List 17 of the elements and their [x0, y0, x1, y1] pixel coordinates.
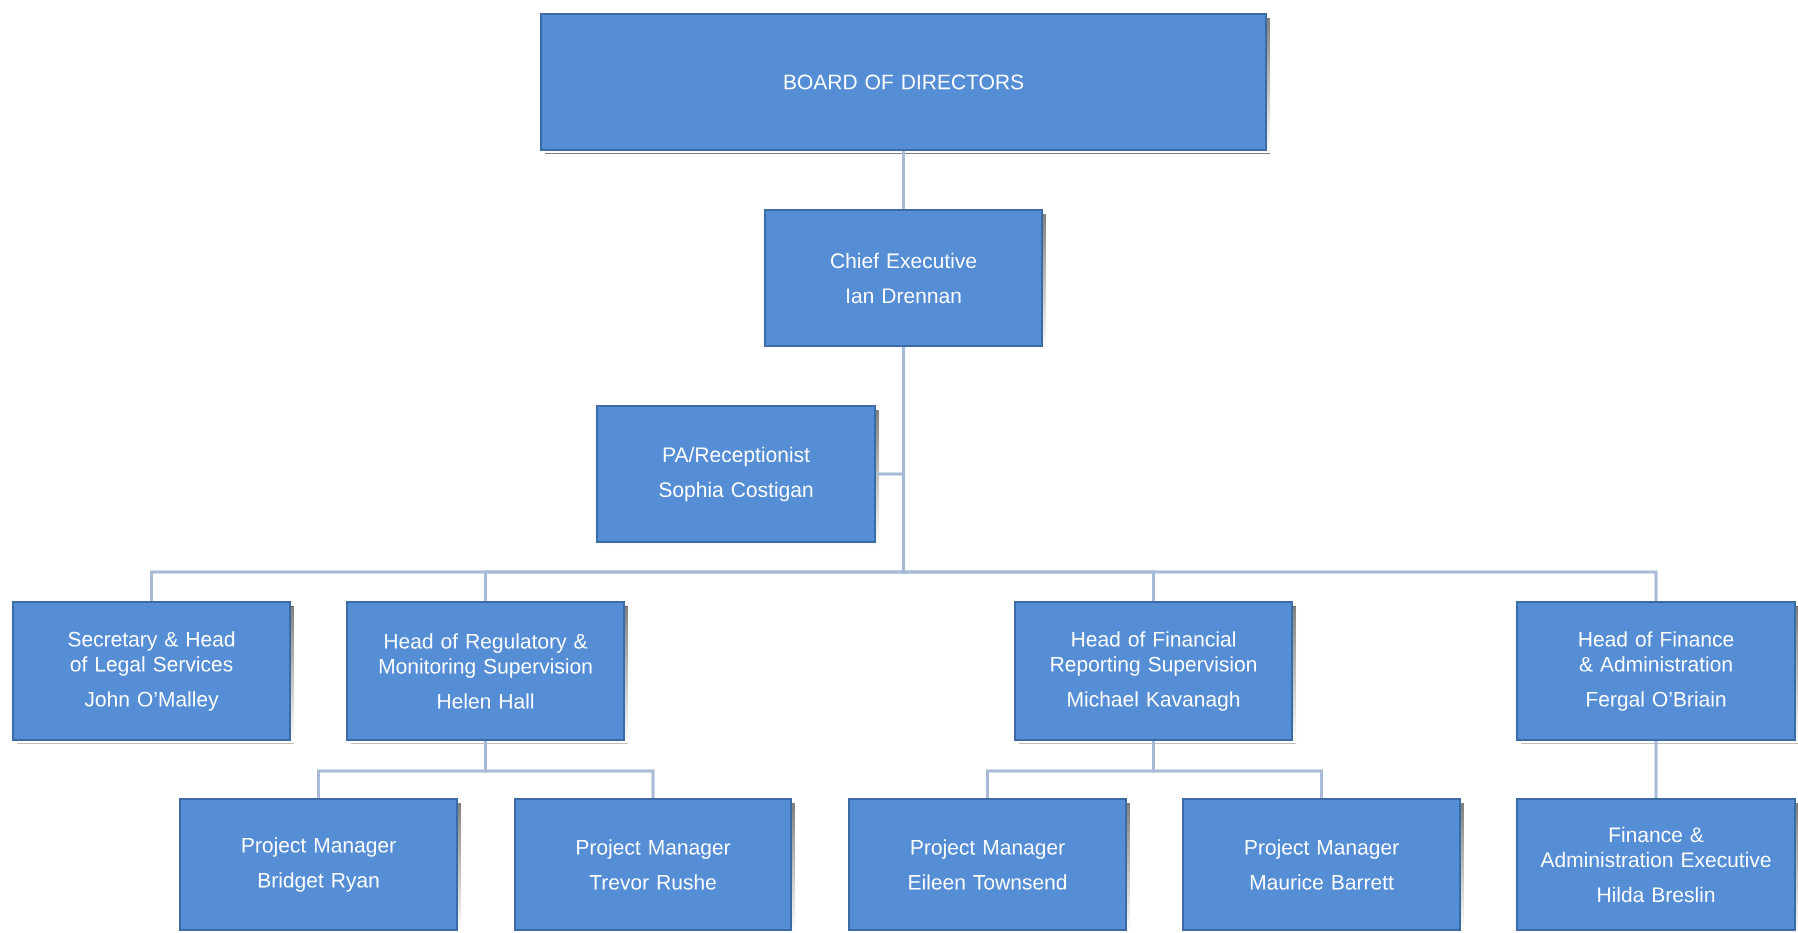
org-box: Project Manager Trevor Rushe [514, 798, 795, 933]
org-box: Secretary & Head of Legal Services John O’Malley [12, 601, 294, 744]
org-box: Finance & Administration Executive Hilda Breslin [1516, 798, 1798, 933]
connector-line [902, 151, 905, 209]
connector-line [484, 741, 655, 798]
org-box: BOARD OF DIRECTORS [540, 13, 1270, 154]
org-box: PA/Receptionist Sophia Costigan [596, 405, 879, 546]
org-box: Project Manager Eileen Townsend [848, 798, 1130, 933]
org-box: Head of Financial Reporting Supervision Michael Kavanagh [1014, 601, 1296, 744]
connector-line [902, 347, 1658, 601]
org-box: Project Manager Maurice Barrett [1182, 798, 1464, 933]
org-box: Project Manager Bridget Ryan [179, 798, 461, 933]
connector-line [1152, 741, 1323, 798]
org-box: Chief Executive Ian Drennan [764, 209, 1046, 350]
connector-line [1654, 741, 1658, 798]
org-box: Head of Regulatory & Monitoring Supervision Helen Hall [346, 601, 628, 744]
org-box: Head of Finance & Administration Fergal O’Briain [1516, 601, 1798, 744]
